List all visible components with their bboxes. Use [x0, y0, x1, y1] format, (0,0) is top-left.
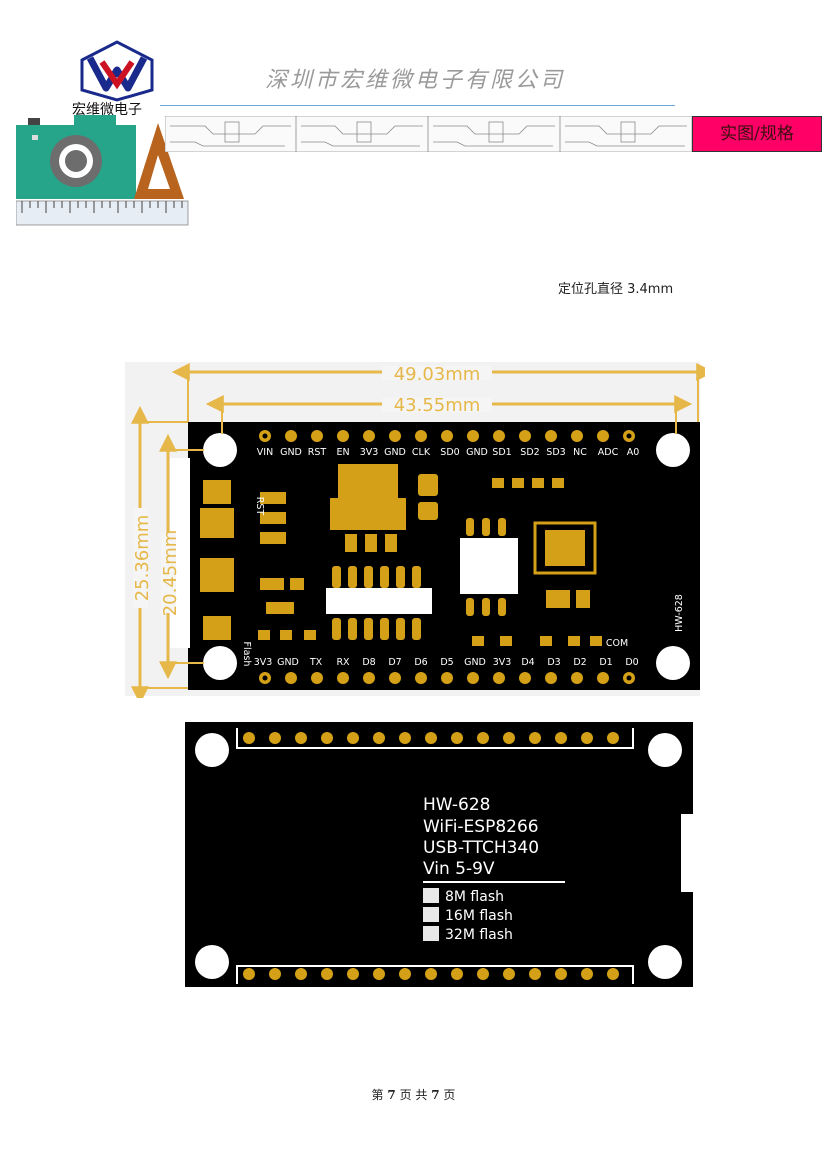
pin-label-bottom: D2: [573, 657, 586, 668]
pin-label-top: GND: [384, 447, 406, 458]
pin-label-bottom-left: GND: [277, 657, 299, 668]
company-name: 深圳市宏维微电子有限公司: [265, 68, 566, 93]
flash-checkbox: [423, 888, 439, 903]
dim-total-length: 49.03mm: [394, 364, 481, 385]
pin-label-bottom: 3V3: [493, 657, 512, 668]
pin-label-top: GND: [466, 447, 488, 458]
flash-option: 32M flash: [445, 927, 513, 943]
pin-label-bottom: D5: [440, 657, 453, 668]
pin-label-bottom: RX: [336, 657, 350, 668]
pin-label-top: RST: [308, 447, 327, 458]
pin-label-top: GND: [280, 447, 302, 458]
dim-hole-width: 20.45mm: [160, 530, 181, 617]
footer-mid: 页 共: [399, 1088, 428, 1102]
back-text-chip: WiFi-ESP8266: [423, 817, 539, 837]
pin-label-bottom: D7: [388, 657, 401, 668]
pin-label-top: NC: [573, 447, 587, 458]
pin-row-top: [259, 430, 635, 442]
flash-label: Flash: [241, 642, 252, 667]
pin-label-bottom: D3: [547, 657, 560, 668]
pin-label-bottom: GND: [464, 657, 486, 668]
pin-label-top: SD2: [520, 447, 539, 458]
pin-label-top: 3V3: [360, 447, 379, 458]
footer-prefix: 第: [371, 1088, 384, 1102]
pin-row-bottom: [259, 672, 635, 684]
board-model-label: HW-628: [674, 594, 685, 632]
pin-label-top: SD3: [546, 447, 565, 458]
company-logo: [80, 40, 154, 102]
pin-label-bottom-left: TX: [309, 657, 323, 668]
pin-label-top: SD1: [492, 447, 511, 458]
flash-checkbox: [423, 926, 439, 941]
front-pcb: [188, 422, 700, 690]
flash-option: 8M flash: [445, 889, 504, 905]
front-board-drawing: 49.03mm 43.55mm 25.36mm 20.45mm: [125, 362, 705, 698]
dim-hole-length: 43.55mm: [394, 395, 481, 416]
pin-label-bottom-left: 3V3: [254, 657, 273, 668]
footer-total-pages: 7: [431, 1088, 440, 1102]
pin-label-bottom: D6: [414, 657, 427, 668]
pin-label-top: A0: [627, 447, 640, 458]
pin-label-bottom: D1: [599, 657, 612, 668]
com-label: COM: [606, 638, 628, 649]
flash-checkbox: [423, 907, 439, 922]
pin-label-top: VIN: [257, 447, 273, 458]
pin-label-top: SD0: [440, 447, 459, 458]
footer-suffix: 页: [443, 1088, 456, 1102]
footer-page-number: 7: [387, 1088, 396, 1102]
page-footer: 第 7 页 共 7 页: [0, 1086, 827, 1103]
logo-text: 宏维微电子: [72, 102, 142, 118]
dim-total-width: 25.36mm: [132, 515, 153, 602]
back-text-model: HW-628: [423, 795, 491, 815]
pin-label-bottom: D8: [362, 657, 375, 668]
pin-label-bottom: D0: [625, 657, 638, 668]
back-board-drawing: HW-628 WiFi-ESP8266 USB-TTCH340 Vin 5-9V…: [185, 722, 693, 987]
pin-label-bottom: D4: [521, 657, 534, 668]
back-text-usb: USB-TTCH340: [423, 838, 539, 858]
rst-label: RST: [254, 497, 265, 516]
pin-label-top: EN: [336, 447, 349, 458]
header-divider: [160, 105, 675, 106]
section-tag: 实图/规格: [692, 116, 822, 152]
flash-option: 16M flash: [445, 908, 513, 924]
pin-label-top: CLK: [412, 447, 431, 458]
back-text-vin: Vin 5-9V: [423, 859, 495, 879]
circuit-banner: [165, 116, 692, 152]
back-pcb: [185, 722, 693, 987]
pin-label-top: ADC: [598, 447, 619, 458]
camera-ruler-icon: [16, 115, 189, 226]
mounting-hole-note: 定位孔直径 3.4mm: [558, 282, 674, 297]
